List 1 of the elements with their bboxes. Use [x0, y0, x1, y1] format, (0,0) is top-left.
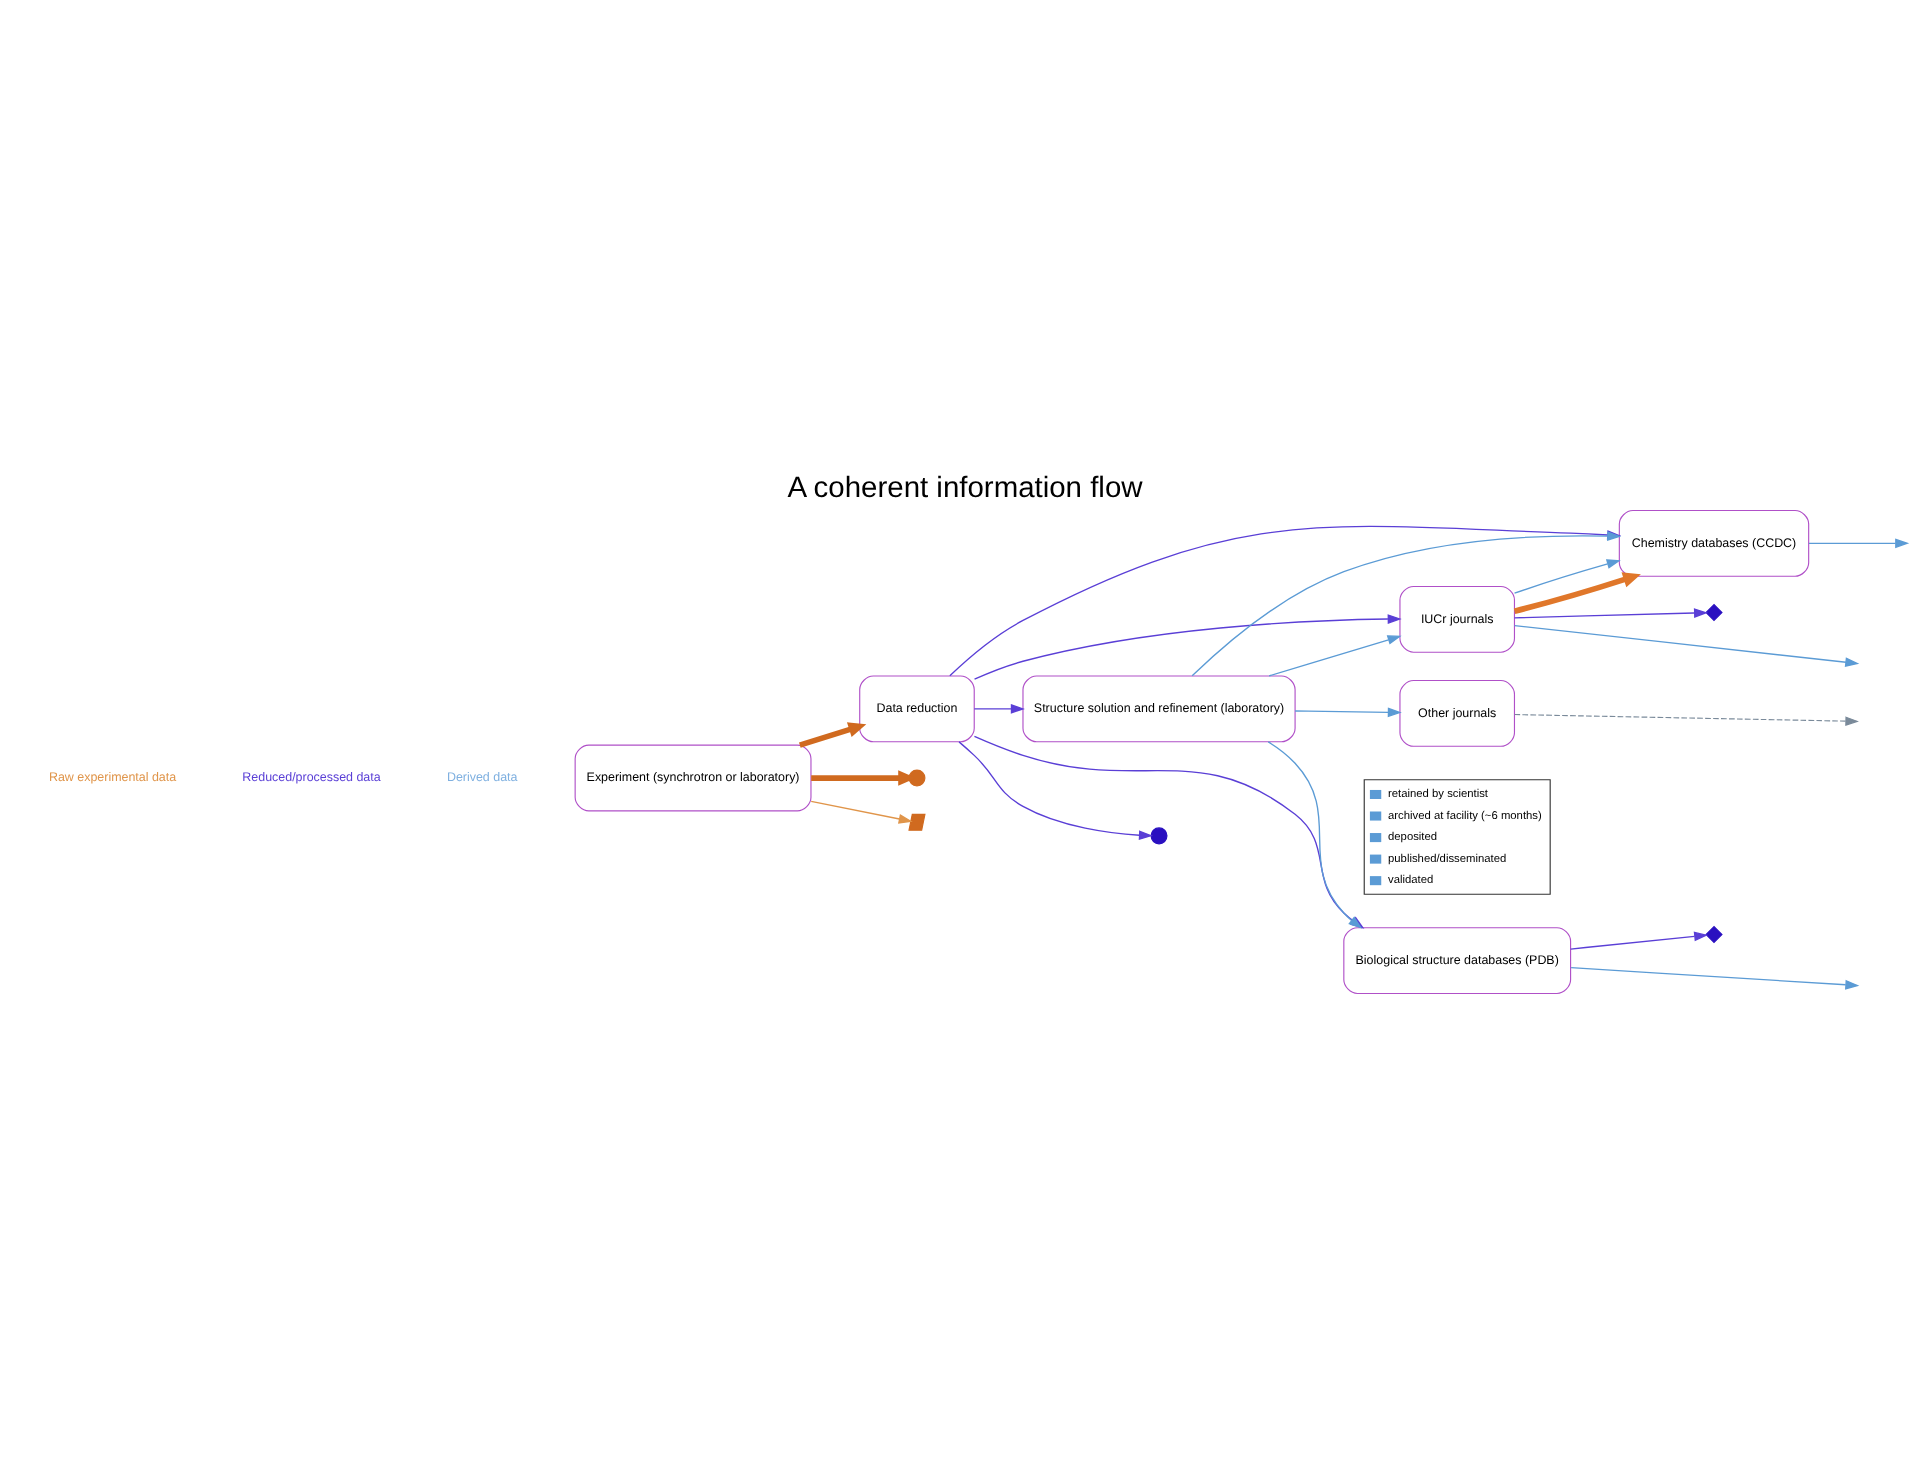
diagram-title: A coherent information flow [787, 472, 1143, 505]
